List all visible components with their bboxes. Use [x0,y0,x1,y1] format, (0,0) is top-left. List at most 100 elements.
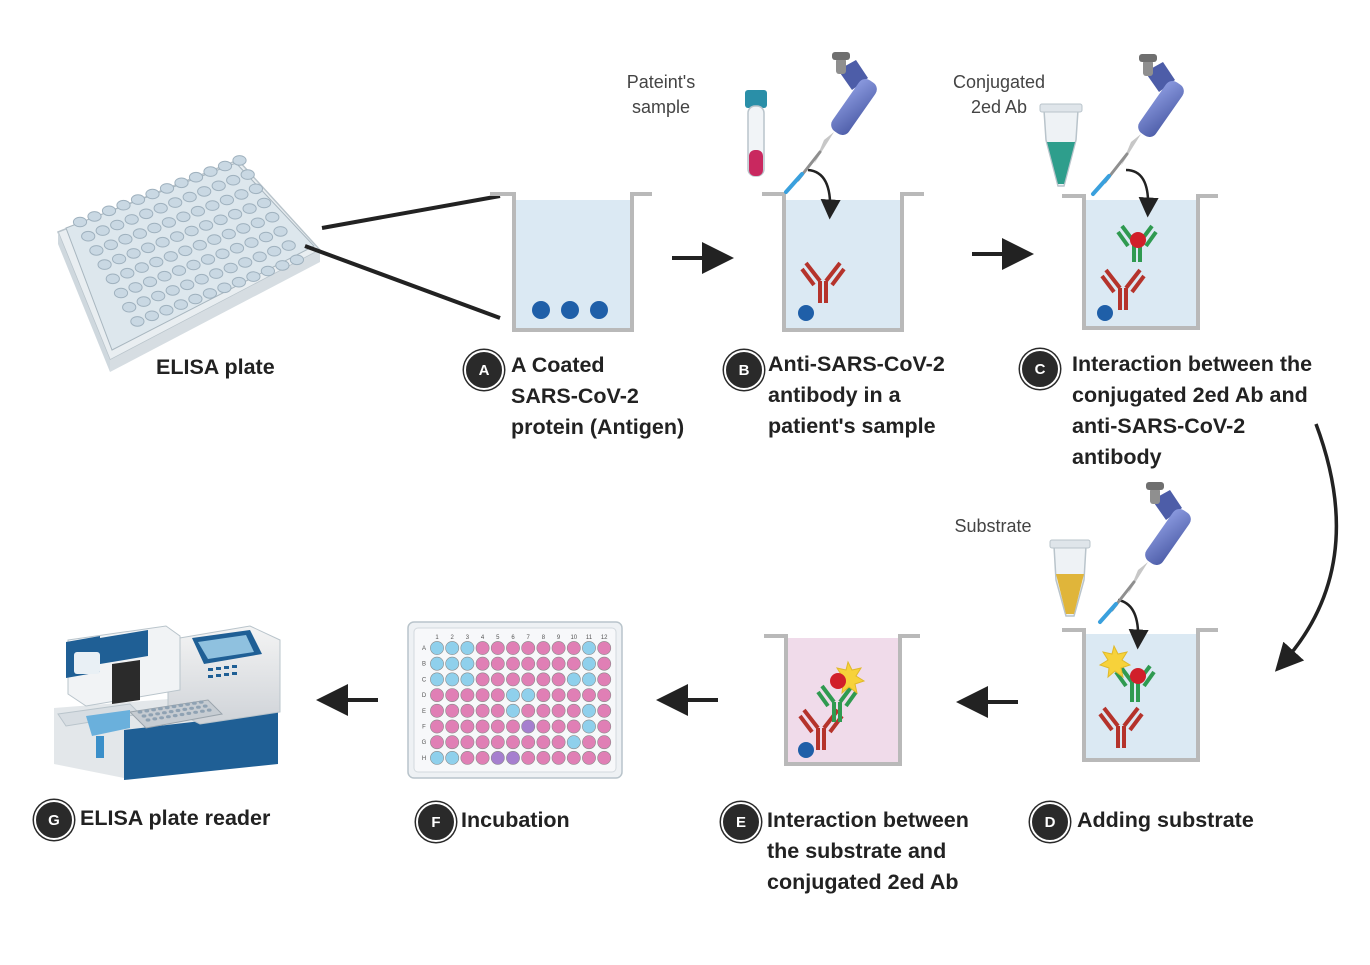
step-e-line: the substrate and [767,839,947,863]
plate-well [200,254,216,265]
reader-plate-well [178,703,184,708]
reader-plate-well [164,706,170,710]
plate-well [112,253,127,265]
plate-row-label: A [422,646,426,652]
plate-well [180,279,195,291]
plate-well [130,194,146,205]
incubation-well [475,719,490,734]
antigen [561,301,579,319]
incubation-well [490,735,505,750]
zoom-line [321,194,501,230]
reader-plate-well [192,701,197,705]
reader-plate-well [158,707,163,711]
incubation-well [551,719,566,734]
plate-well [130,316,145,327]
antigen [798,305,814,321]
incubation-well [582,688,596,702]
incubation-well [597,751,612,765]
plate-well [258,231,274,243]
incubation-well [566,735,581,750]
enzyme [830,673,846,689]
incubation-well [582,735,596,750]
plate-column-label: 1 [435,635,439,641]
incubation-well [475,735,490,750]
reader-plate-well [141,714,147,718]
plate-well [190,205,205,217]
incubation-well [506,656,520,671]
plate-well [275,260,290,271]
antigen [532,301,550,319]
incubation-well [536,656,551,671]
incubation-well [460,641,475,655]
plate-well [173,299,188,310]
incubation-well [460,719,475,734]
incubation-well [582,703,596,718]
incubation-well [597,656,612,671]
incubation-well [506,719,520,734]
plate-well [232,155,247,166]
incubation-well [597,672,612,687]
incubation-well [430,672,444,687]
plate-well [116,199,131,211]
plate-well [228,208,243,220]
plate-well [159,304,174,316]
plate-well [149,256,164,268]
incubation-well [521,672,536,687]
incubation-well [551,656,566,671]
plate-well [205,200,220,211]
incubation-well [566,688,581,702]
incubation-well [536,688,551,702]
substrate-tube-icon [1049,539,1091,617]
incubation-well [490,672,505,687]
incubation-well [521,735,536,750]
incubation-well [445,656,460,671]
step-b-line: Anti-SARS-CoV-2 [768,352,945,376]
step-badge-g: G [34,800,74,840]
plate-well [203,166,218,177]
plate-well [132,228,147,239]
plate-column-label: 2 [451,635,455,641]
substrate-star [832,660,866,695]
incubation-well [430,656,444,671]
plate-wells [72,155,304,327]
incubation-well [536,735,551,750]
plate-well [142,276,158,288]
reader-plate-well [179,712,185,717]
incubation-well [521,688,536,702]
plate-well [209,268,224,279]
plate-well [176,211,191,223]
elisa-plate-label: ELISA plate [156,355,275,379]
plate-well [257,197,272,209]
incubation-well [430,703,444,718]
step-c-line: antibody [1072,445,1162,469]
plate-well [118,233,133,245]
plate-well [153,202,168,214]
incubation-well [475,641,490,655]
incubation-well [536,751,551,765]
plate-well [186,259,201,271]
reader-plate-well [151,708,157,712]
incubation-well [460,735,475,750]
plate-row-label: G [422,740,427,746]
flow-arrow [1274,423,1339,672]
plate-well [139,208,154,220]
plate-well [223,262,238,274]
plate-well [170,231,185,242]
reader-plate-well [193,710,199,714]
incubation-well [506,641,520,655]
incubation-well [551,672,566,687]
incubation-well [597,703,612,718]
incubation-well [582,719,596,734]
plate-well [147,222,162,234]
incubation-well [582,656,596,671]
reader-plate-well [175,708,181,713]
plate-well [157,270,172,282]
step-badge-a: A [464,350,504,390]
reagent-label-substrate: Substrate [954,516,1031,536]
antigen [590,301,608,319]
incubation-well [490,688,505,702]
plate-well [110,219,125,231]
incubation-well [445,751,460,765]
